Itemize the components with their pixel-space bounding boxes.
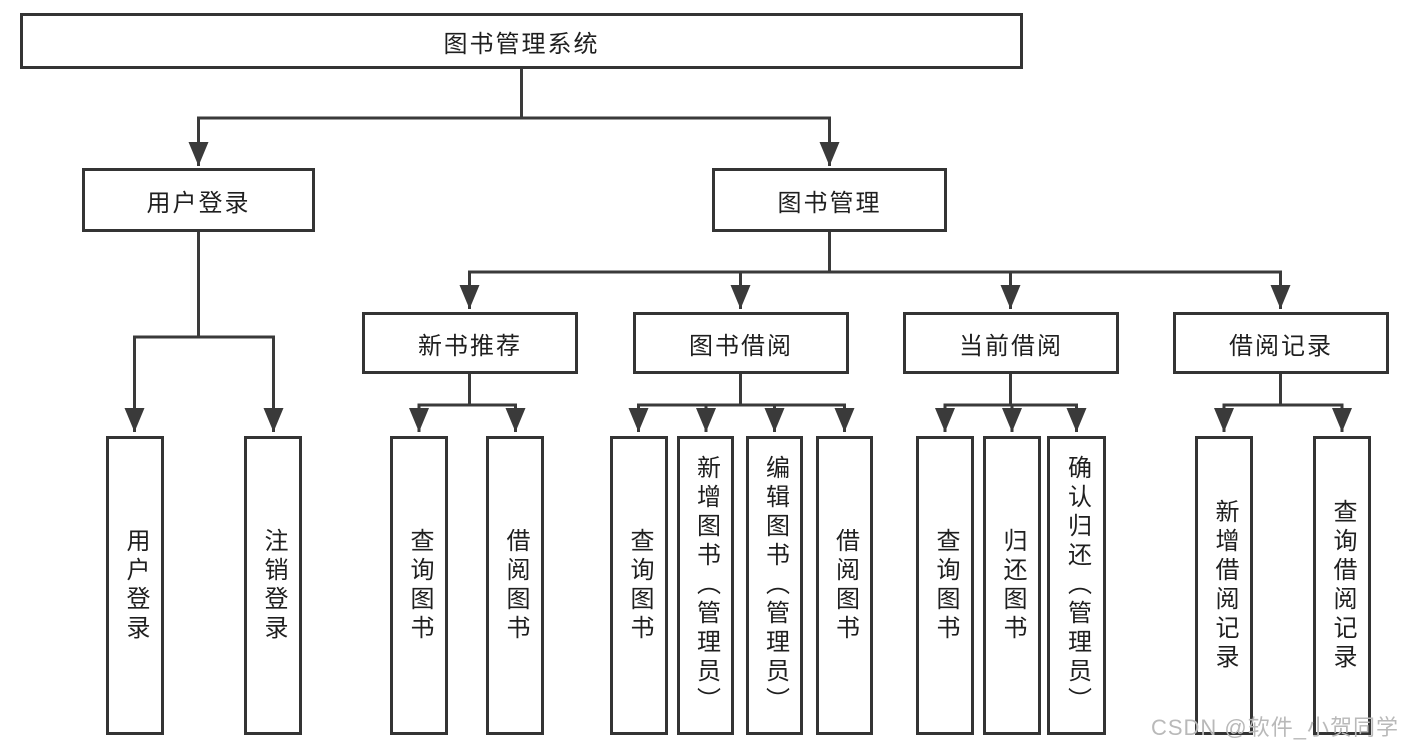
leaf-borrow-query-label: 查询图书: [626, 527, 653, 644]
node-current-borrow-label: 当前借阅: [959, 332, 1063, 360]
node-user-login: 用户登录: [82, 168, 315, 232]
leaf-records-query-label: 查询借阅记录: [1329, 498, 1356, 673]
leaf-newbooks-query-label: 查询图书: [406, 527, 433, 644]
leaf-current-confirm-admin: 确认归还（管理员）: [1047, 436, 1106, 735]
node-book-management: 图书管理: [712, 168, 947, 232]
leaf-borrow-query: 查询图书: [610, 436, 668, 735]
leaf-newbooks-borrow-label: 借阅图书: [502, 527, 529, 644]
leaf-current-query: 查询图书: [916, 436, 974, 735]
node-root: 图书管理系统: [20, 13, 1023, 69]
leaf-current-confirm-admin-label: 确认归还（管理员）: [1063, 455, 1091, 716]
node-root-label: 图书管理系统: [443, 30, 600, 58]
leaf-borrow-borrow: 借阅图书: [816, 436, 873, 735]
leaf-borrow-add-admin: 新增图书（管理员）: [677, 436, 734, 735]
node-current-borrow: 当前借阅: [903, 312, 1119, 374]
leaf-current-return: 归还图书: [983, 436, 1041, 735]
leaf-user-login-label: 用户登录: [122, 527, 149, 644]
leaf-current-return-label: 归还图书: [999, 527, 1026, 644]
leaf-records-query: 查询借阅记录: [1313, 436, 1371, 735]
leaf-borrow-borrow-label: 借阅图书: [831, 527, 859, 644]
node-user-login-label: 用户登录: [146, 189, 251, 217]
leaf-user-login: 用户登录: [106, 436, 164, 735]
leaf-borrow-edit-admin-label: 编辑图书（管理员）: [761, 455, 789, 716]
leaf-newbooks-query: 查询图书: [390, 436, 448, 735]
leaf-borrow-add-admin-label: 新增图书（管理员）: [692, 455, 720, 716]
node-book-borrow-label: 图书借阅: [689, 332, 793, 360]
watermark: CSDN @软件_小贺同学: [1150, 715, 1399, 740]
node-new-book-recommend-label: 新书推荐: [418, 332, 522, 360]
leaf-current-query-label: 查询图书: [932, 527, 959, 644]
node-book-borrow: 图书借阅: [633, 312, 849, 374]
leaf-newbooks-borrow: 借阅图书: [486, 436, 544, 735]
leaf-logout: 注销登录: [244, 436, 302, 735]
connector-arrows: [124, 118, 1352, 432]
leaf-records-add-label: 新增借阅记录: [1211, 498, 1238, 673]
node-borrow-records-label: 借阅记录: [1229, 332, 1333, 360]
leaf-records-add: 新增借阅记录: [1195, 436, 1253, 735]
leaf-borrow-edit-admin: 编辑图书（管理员）: [746, 436, 803, 735]
leaf-logout-label: 注销登录: [260, 527, 287, 644]
node-borrow-records: 借阅记录: [1173, 312, 1389, 374]
node-book-management-label: 图书管理: [777, 189, 882, 217]
node-new-book-recommend: 新书推荐: [362, 312, 578, 374]
